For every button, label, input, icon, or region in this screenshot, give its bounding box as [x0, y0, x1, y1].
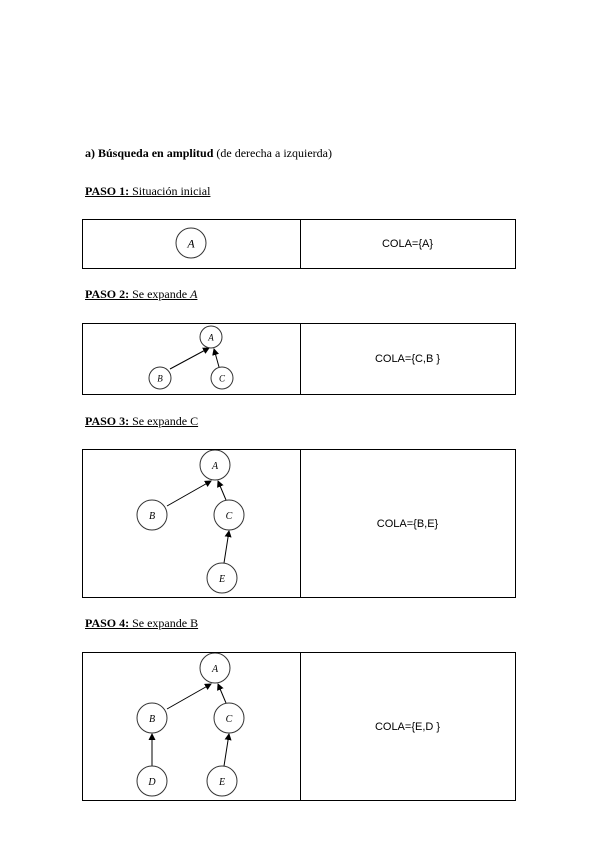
step-3-edge-e-c [223, 530, 232, 564]
step-4-edge-c-a [217, 683, 227, 704]
step-4-edge-b-a [166, 683, 212, 710]
step-3-number: PASO 3: [85, 414, 130, 428]
step-4-tree: A B C D E [136, 653, 245, 797]
step-2-node-a: A [199, 325, 223, 349]
step-2-node-c: C [210, 366, 234, 390]
section-heading: a) Búsqueda en amplitud (de derecha a iz… [85, 146, 332, 161]
step-3-node-c: C [213, 499, 245, 531]
step-3-node-b: B [136, 499, 168, 531]
step-3-node-e-label: E [218, 574, 225, 585]
step-4-node-d-label: D [147, 777, 156, 788]
step-4-node-a-label: A [211, 664, 219, 675]
step-3-node-c-label: C [226, 511, 233, 522]
step-2-node-b: B [148, 366, 172, 390]
step-3-node-e: E [206, 562, 238, 594]
step-2-node-c-label: C [219, 374, 226, 384]
step-4-node-a: A [199, 653, 231, 684]
step-4-number: PASO 4: [85, 616, 130, 630]
step-3-tree-cell: A B C E [83, 450, 301, 597]
step-4-node-b-label: B [149, 714, 155, 725]
step-3-box: A B C E COLA={B,E} [82, 449, 516, 598]
step-2-tree-cell: A B C [83, 324, 301, 394]
step-4-node-e-label: E [218, 777, 225, 788]
step-4-node-b: B [136, 702, 168, 734]
step-4-node-e: E [206, 765, 238, 797]
step-1-node-a: A [175, 227, 207, 259]
step-1-tree-cell: A [83, 220, 301, 268]
step-4-box: A B C D E COLA={E,D } [82, 652, 516, 801]
step-1-node-a-label: A [186, 237, 195, 251]
step-2-edge-b-a [169, 347, 210, 370]
step-4-tree-cell: A B C D E [83, 653, 301, 800]
step-2-text-italic: A [190, 287, 198, 301]
step-2-label: PASO 2: Se expande A [85, 287, 197, 302]
step-2-edge-c-a [212, 348, 220, 368]
step-4-node-c: C [213, 702, 245, 734]
step-2-tree: A B C [148, 325, 234, 390]
step-4-queue: COLA={E,D } [374, 720, 441, 733]
step-4-label: PASO 4: Se expande B [85, 616, 198, 631]
step-2-queue: COLA={C,B } [374, 353, 441, 365]
step-2-node-a-label: A [207, 333, 214, 343]
step-3-node-a: A [199, 450, 231, 481]
step-3-label: PASO 3: Se expande C [85, 414, 198, 429]
step-4-text: Se expande B [129, 616, 199, 630]
step-2-node-b-label: B [157, 374, 163, 384]
step-2-text: Se expande [129, 287, 191, 301]
section-heading-bold: a) Búsqueda en amplitud [85, 146, 214, 160]
step-1-label: PASO 1: Situación inicial [85, 184, 210, 199]
step-3-edge-c-a [217, 480, 227, 501]
step-2-number: PASO 2: [85, 287, 130, 301]
step-1-number: PASO 1: [85, 184, 130, 198]
step-3-queue: COLA={B,E} [376, 517, 439, 530]
step-3-node-a-label: A [211, 461, 219, 472]
step-1-box: A COLA={A} [82, 219, 516, 269]
step-3-edge-b-a [166, 480, 212, 507]
step-3-tree: A B C E [136, 450, 245, 594]
step-3-node-b-label: B [149, 511, 155, 522]
section-heading-rest: (de derecha a izquierda) [213, 146, 332, 160]
step-4-node-d: D [136, 765, 168, 797]
step-1-tree: A [175, 227, 207, 259]
step-1-queue: COLA={A} [381, 238, 434, 250]
step-4-node-c-label: C [226, 714, 233, 725]
step-4-edge-e-c [223, 733, 232, 767]
step-2-box: A B C COLA={C,B } [82, 323, 516, 395]
step-3-text: Se expande C [129, 414, 199, 428]
step-1-text: Situación inicial [129, 184, 211, 198]
